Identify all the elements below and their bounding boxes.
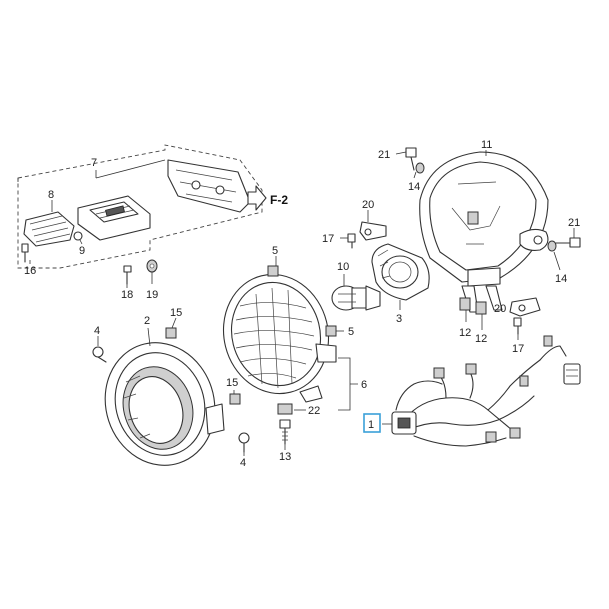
headlight-case-11	[419, 151, 549, 313]
label-part-12-a: 12	[459, 327, 471, 339]
leader-lines	[17, 150, 575, 456]
label-part-11-main: 11	[481, 139, 492, 151]
label-part-20-lower: 20	[494, 303, 506, 315]
label-part-2: 2	[144, 315, 150, 327]
label-part-6-main: 6	[361, 379, 367, 391]
screw-18	[123, 265, 132, 285]
label-part-22: 22	[308, 405, 320, 417]
dust-cover-3	[371, 243, 430, 301]
label-part-13: 13	[279, 451, 291, 463]
label-part-5-lower: 5	[348, 326, 354, 338]
headlight-rim-2	[104, 342, 225, 466]
label-part-14-right: 14	[555, 273, 567, 285]
meter-assembly-group	[17, 144, 267, 285]
label-part-15-upper: 15	[170, 307, 182, 319]
part-labels: 7 8 9 16 18 19 F-2 5 10 3 5 7 6 6 22 13 …	[24, 157, 402, 469]
screw-13	[279, 419, 291, 445]
clip-15-lower	[229, 393, 241, 405]
label-part-20-top: 20	[362, 199, 374, 211]
meter-side-cover	[23, 211, 75, 247]
bolt-21-right	[555, 237, 581, 248]
label-part-12-b: 12	[475, 333, 487, 345]
headlight-unit-6	[222, 273, 337, 403]
label-part-3: 3	[396, 313, 402, 325]
label-reference: F-2	[270, 193, 288, 207]
nut-12-a	[459, 297, 471, 311]
nut-12-b	[475, 301, 487, 315]
bolt-17-top	[347, 233, 356, 249]
clip-5-upper	[267, 265, 279, 277]
screw-4-upper	[92, 346, 107, 363]
label-part-4-upper: 4	[94, 325, 100, 337]
screw-16	[21, 243, 29, 263]
label-part-14-top-main: 14	[408, 181, 420, 193]
label-part-9: 9	[79, 245, 85, 257]
part-labels-right: 6 21 11 14 21 14 20 17 12 12 20 17	[322, 139, 580, 391]
label-part-21-right: 21	[568, 217, 580, 229]
washer-14-top	[415, 162, 425, 174]
clip-15-upper	[165, 327, 177, 339]
label-part-1: 1	[368, 419, 374, 431]
reference-arrow	[247, 185, 267, 211]
wire-harness-1	[391, 335, 581, 447]
label-part-7: 7	[91, 157, 97, 169]
label-part-21-top-main: 21	[378, 149, 390, 161]
screw-22	[277, 403, 293, 415]
assembly-dashed-outline	[17, 144, 263, 269]
label-part-17-lower: 17	[512, 343, 524, 355]
clip-5-lower	[325, 325, 337, 337]
highlight-box-part-1	[363, 413, 381, 433]
screw-4-lower	[238, 432, 250, 453]
label-part-10: 10	[337, 261, 349, 273]
label-part-8: 8	[48, 189, 54, 201]
clamp-20-top	[359, 221, 387, 241]
label-part-4-lower: 4	[240, 457, 246, 469]
bolt-21-top	[405, 147, 417, 171]
label-part-16: 16	[24, 265, 36, 277]
washer-19	[146, 259, 158, 273]
screw-9	[73, 231, 83, 241]
clamp-20-lower	[509, 297, 541, 317]
label-part-18: 18	[121, 289, 133, 301]
label-part-15-lower: 15	[226, 377, 238, 389]
bulb-10	[331, 285, 381, 311]
washer-14-right	[547, 240, 557, 252]
label-part-5-upper: 5	[272, 245, 278, 257]
bolt-17-lower	[513, 317, 522, 335]
meter-bracket	[167, 159, 251, 213]
label-part-19: 19	[146, 289, 158, 301]
label-part-17-top: 17	[322, 233, 334, 245]
